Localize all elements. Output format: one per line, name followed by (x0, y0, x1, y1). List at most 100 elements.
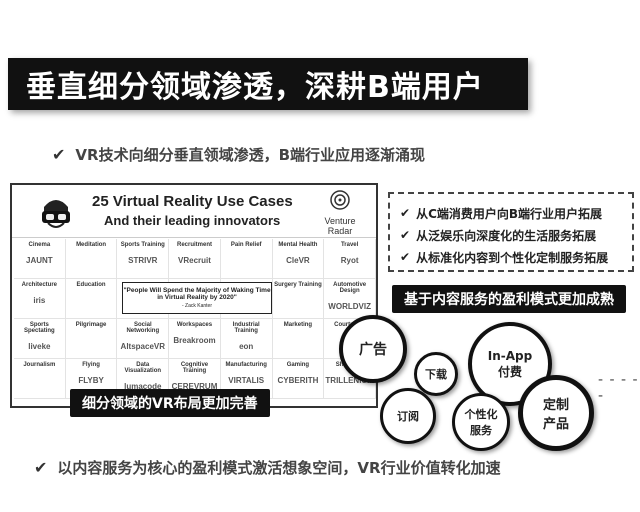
bullet-top-text: VR技术向细分垂直领域渗透，B端行业应用逐渐涌现 (75, 146, 426, 164)
page-title: 垂直细分领域渗透，深耕B端用户 (8, 58, 528, 110)
use-case-cell: Surgery Training (272, 279, 325, 319)
use-case-category: Automotive Design (333, 282, 367, 294)
use-case-cell: Journalism (14, 359, 66, 399)
check-icon: ✔ (400, 206, 411, 220)
use-case-category: Education (76, 282, 106, 288)
use-case-cell: Education (65, 279, 118, 319)
use-case-cell: Sports Spectating liveke (14, 319, 66, 359)
circle-in-app-label: In-App 付费 (488, 349, 532, 380)
logo-line2: Radar (327, 226, 353, 236)
check-icon: ✔ (52, 145, 66, 164)
bullet-bottom: ✔ 以内容服务为核心的盈利模式激活想象空间，VR行业价值转化加速 (34, 457, 501, 478)
use-case-category: Journalism (23, 362, 56, 368)
use-case-company: iris (33, 296, 46, 305)
expansion-box: ✔ 从C端消费用户向B端行业用户拓展 ✔ 从泛娱乐向深度化的生活服务拓展 ✔ 从… (388, 192, 634, 272)
use-case-category: Sports Spectating (24, 322, 55, 334)
label-vertical-layout: 细分领域的VR布局更加完善 (70, 389, 270, 417)
use-case-category: Mental Health (278, 242, 318, 248)
expansion-item-text: 从C端消费用户向B端行业用户拓展 (416, 206, 603, 221)
use-case-category: Manufacturing (225, 362, 267, 368)
circle-custom-product-label: 定制 产品 (543, 394, 569, 432)
use-case-category: Social Networking (126, 322, 160, 334)
use-case-cell: Marketing (272, 319, 325, 359)
use-case-category: Workspaces (176, 322, 213, 328)
circle-product-line2: 产品 (542, 417, 569, 432)
quote-box: "People Will Spend the Majority of Wakin… (122, 282, 272, 314)
quote-author: - Zack Kanter (181, 303, 212, 309)
circle-in-app-line1: In-App (487, 348, 533, 363)
use-case-company: JAUNT (26, 256, 53, 265)
vr-headset-icon (42, 200, 70, 228)
circle-custom-service: 个性化 服务 (452, 393, 510, 451)
use-case-category: Recruitment (176, 242, 212, 248)
collage-subtitle: And their leading innovators (104, 213, 281, 228)
expansion-item: ✔ 从标准化内容到个性化定制服务拓展 (400, 246, 626, 268)
circle-download: 下载 (414, 352, 458, 396)
circle-subscribe-label: 订阅 (397, 410, 419, 423)
use-case-cell: Industrial Training eon (220, 319, 273, 359)
bullet-top: ✔ VR技术向细分垂直领域渗透，B端行业应用逐渐涌现 (52, 144, 425, 165)
circle-ads-label: 广告 (359, 342, 387, 358)
label-profit-model: 基于内容服务的盈利模式更加成熟 (392, 285, 626, 313)
use-case-company: lumacode (124, 382, 162, 391)
use-case-category: Data Visualization (124, 362, 162, 374)
use-case-company: VRecruit (178, 256, 211, 265)
use-case-cell: Meditation (65, 239, 118, 279)
circle-custom-line2: 服务 (470, 424, 492, 437)
circle-custom-line1: 个性化 (464, 408, 498, 421)
check-icon: ✔ (400, 250, 411, 264)
quote-text: "People Will Spend the Majority of Wakin… (123, 287, 271, 301)
expansion-item-text: 从泛娱乐向深度化的生活服务拓展 (416, 228, 597, 243)
circle-download-label: 下载 (425, 368, 447, 381)
expansion-item-text: 从标准化内容到个性化定制服务拓展 (416, 250, 609, 265)
use-case-category: Cinema (28, 242, 51, 248)
circle-ads: 广告 (339, 315, 407, 383)
use-case-cell (220, 279, 273, 319)
expansion-item: ✔ 从泛娱乐向深度化的生活服务拓展 (400, 224, 626, 246)
use-case-company: FLYBY (78, 376, 104, 385)
vr-use-cases-collage: 25 Virtual Reality Use Cases And their l… (10, 183, 378, 408)
use-case-category: Pilgrimage (75, 322, 107, 328)
use-case-cell: Pilgrimage (65, 319, 118, 359)
use-case-category: Flying (82, 362, 100, 368)
use-case-company: eon (239, 342, 254, 351)
use-case-company: Breakroom (173, 336, 216, 345)
use-case-category: Marketing (283, 322, 313, 328)
use-case-company: CEREVRUM (171, 382, 218, 391)
use-case-company: VIRTALIS (228, 376, 265, 385)
use-case-company: STRIVR (128, 256, 158, 265)
circle-in-app-line2: 付费 (497, 364, 522, 379)
use-case-cell: Pain Relief (220, 239, 273, 279)
use-case-company: CYBERITH (277, 376, 319, 385)
use-case-category: Pain Relief (230, 242, 262, 248)
use-case-company: CleVR (286, 256, 310, 265)
collage-header: 25 Virtual Reality Use Cases And their l… (12, 185, 376, 238)
use-case-company: liveke (28, 342, 51, 351)
use-case-category: Gaming (286, 362, 310, 368)
use-case-category: Cognitive Training (180, 362, 209, 374)
circle-subscribe: 订阅 (380, 388, 436, 444)
use-case-category: Travel (340, 242, 359, 248)
check-icon: ✔ (400, 228, 411, 242)
radar-icon (330, 190, 350, 210)
use-case-company: WORLDVIZ (328, 302, 371, 311)
collage-title: 25 Virtual Reality Use Cases (92, 193, 293, 210)
use-case-category: Surgery Training (274, 282, 322, 288)
expansion-item: ✔ 从C端消费用户向B端行业用户拓展 (400, 202, 626, 224)
venture-radar-logo: Venture Radar (312, 189, 368, 236)
logo-line1: Venture (324, 216, 356, 226)
use-case-category: Industrial Training (232, 322, 260, 334)
bullet-bottom-text: 以内容服务为核心的盈利模式激活想象空间，VR行业价值转化加速 (57, 459, 501, 477)
check-icon: ✔ (34, 458, 48, 477)
